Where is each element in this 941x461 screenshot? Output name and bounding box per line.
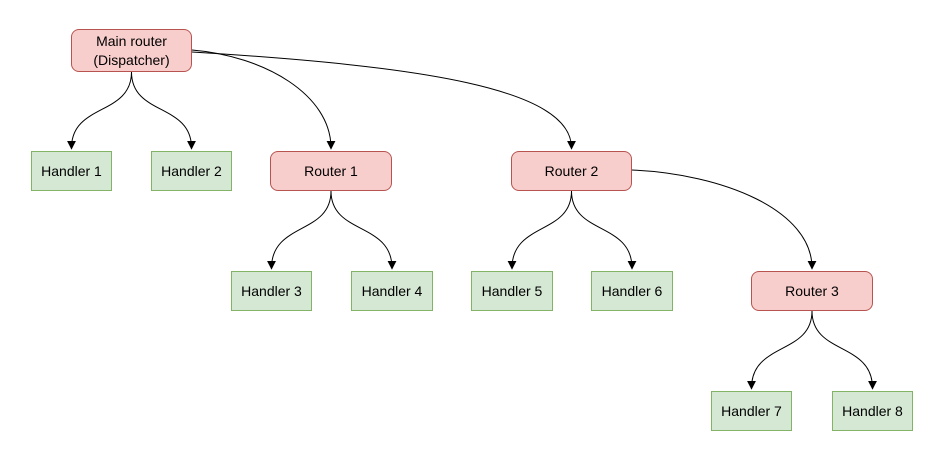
node-router-2: Router 2: [511, 151, 632, 191]
edge-main-router-to-router-1: [191, 49, 336, 150]
node-router-3: Router 3: [751, 271, 873, 311]
edge-router-2-to-handler-5: [507, 190, 572, 270]
node-handler-5: Handler 5: [471, 271, 553, 311]
edge-router-3-to-handler-7: [747, 310, 813, 390]
node-main-router: Main router (Dispatcher): [71, 29, 192, 72]
edge-main-router-to-handler-2: [131, 71, 196, 150]
edge-router-2-to-handler-6: [571, 190, 637, 270]
edge-main-router-to-handler-1: [67, 71, 132, 150]
node-handler-1: Handler 1: [31, 151, 112, 191]
edge-router-1-to-handler-3: [267, 190, 332, 270]
node-handler-4: Handler 4: [351, 271, 433, 311]
edge-router-2-to-router-3: [631, 169, 817, 270]
edge-main-router-to-router-2: [191, 51, 576, 150]
node-handler-6: Handler 6: [591, 271, 673, 311]
edge-router-1-to-handler-4: [330, 190, 397, 270]
node-handler-7: Handler 7: [711, 391, 792, 431]
node-handler-2: Handler 2: [151, 151, 232, 191]
node-handler-3: Handler 3: [231, 271, 312, 311]
edge-router-3-to-handler-8: [811, 310, 877, 390]
node-router-1: Router 1: [270, 151, 392, 191]
node-handler-8: Handler 8: [832, 391, 913, 431]
